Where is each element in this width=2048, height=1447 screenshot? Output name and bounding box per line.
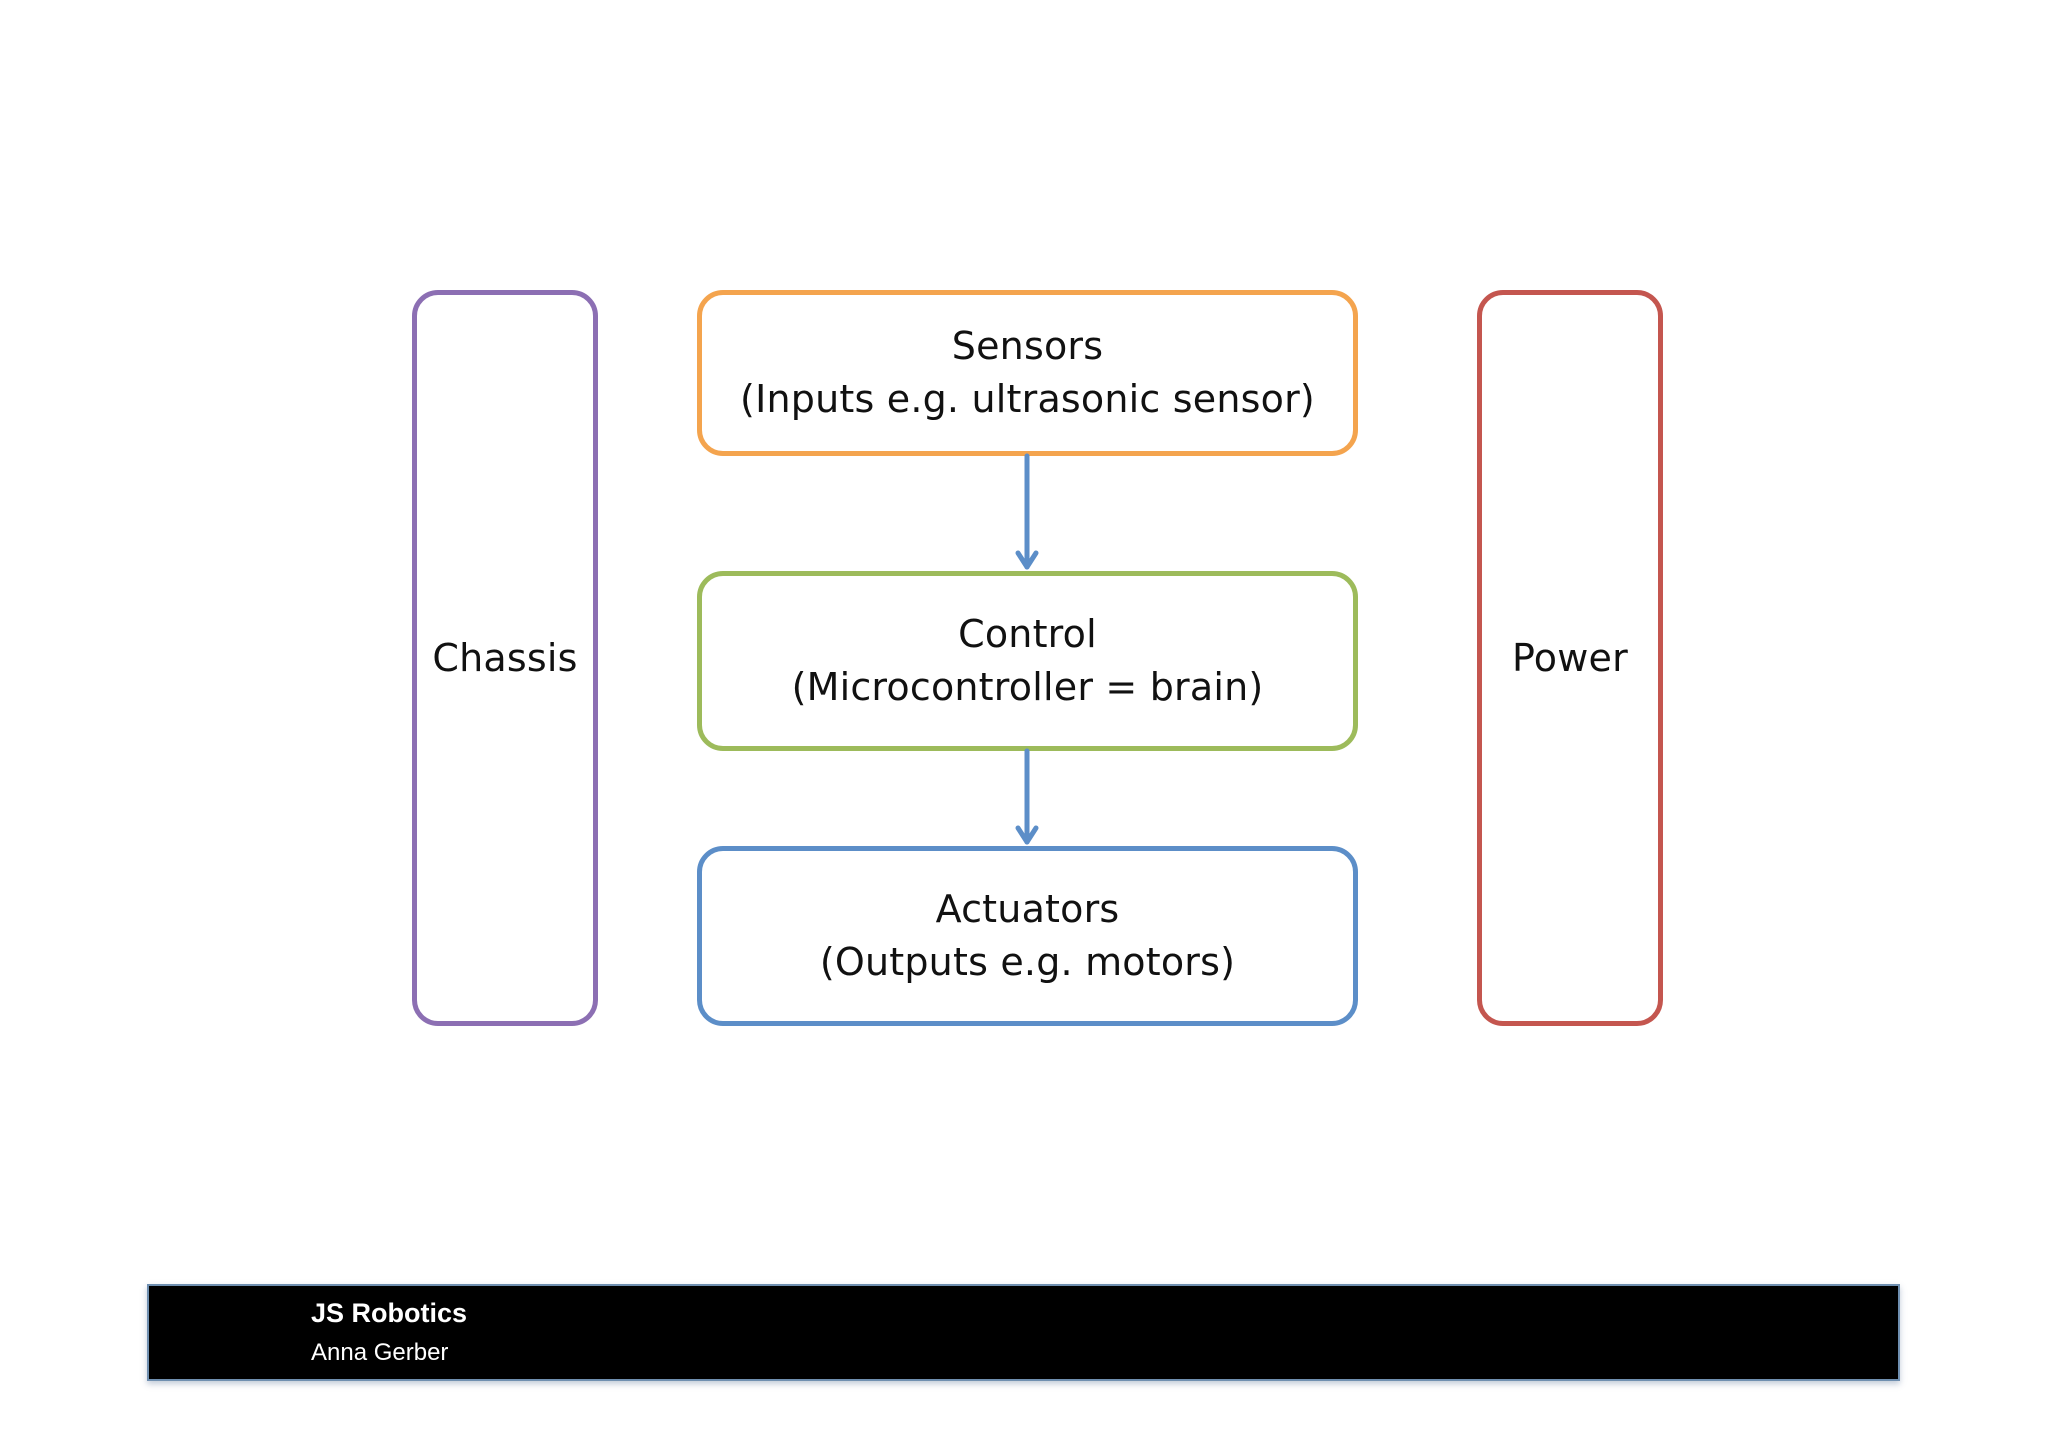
actuators-node: Actuators (Outputs e.g. motors) [697, 846, 1358, 1026]
actuators-description: (Outputs e.g. motors) [819, 940, 1236, 984]
footer-bar: JS Robotics Anna Gerber [147, 1284, 1900, 1381]
control-title: Control [958, 612, 1097, 656]
control-node: Control (Microcontroller = brain) [697, 571, 1358, 751]
control-description: (Microcontroller = brain) [791, 665, 1264, 709]
power-label: Power [1512, 635, 1628, 680]
chassis-label: Chassis [432, 635, 578, 680]
arrow-control-to-actuators [1015, 748, 1039, 845]
footer-author: Anna Gerber [311, 1339, 449, 1366]
chassis-node: Chassis [412, 290, 598, 1026]
arrow-control-to-actuators-head [1015, 825, 1039, 845]
arrow-sensors-to-control [1015, 453, 1039, 570]
sensors-node: Sensors (Inputs e.g. ultrasonic sensor) [697, 290, 1358, 456]
sensors-title: Sensors [951, 324, 1104, 368]
sensors-description: (Inputs e.g. ultrasonic sensor) [740, 377, 1315, 421]
actuators-title: Actuators [935, 887, 1120, 931]
arrow-sensors-to-control-head [1015, 550, 1039, 570]
power-node: Power [1477, 290, 1663, 1026]
footer-title: JS Robotics [311, 1298, 468, 1328]
